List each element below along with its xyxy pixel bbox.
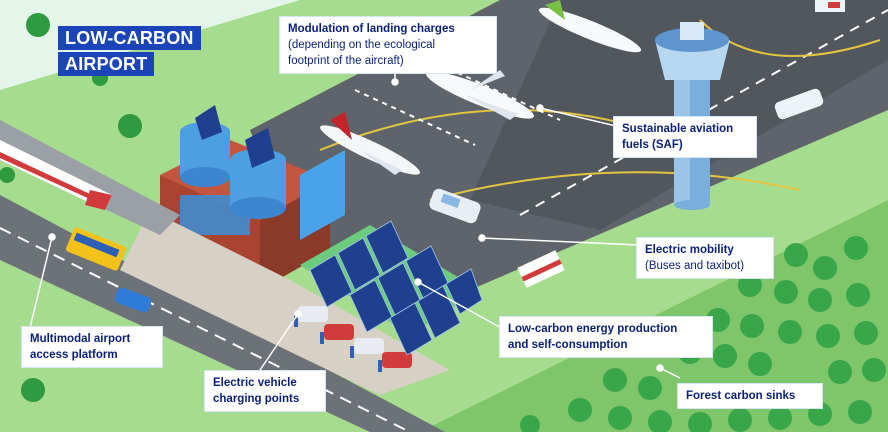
energy-line-2: and self-consumption — [508, 339, 628, 351]
electric-mobility-label: Electric mobility (Buses and taxibot) — [637, 238, 773, 278]
electric-mobility-title: Electric mobility — [645, 244, 734, 256]
landing-charges-detail-1: (depending on the ecological — [288, 39, 436, 51]
aircraft-red-tail — [320, 112, 420, 175]
saf-line-1: Sustainable aviation — [622, 123, 734, 135]
saf-line-2: fuels (SAF) — [622, 139, 683, 151]
forest-title: Forest carbon sinks — [686, 390, 796, 402]
yellow-bus — [66, 227, 126, 271]
trees — [0, 13, 142, 402]
aircraft-center — [426, 70, 534, 120]
title-line-2: AIRPORT — [58, 52, 155, 76]
energy-line-1: Low-carbon energy production — [508, 323, 678, 335]
railway — [0, 120, 180, 235]
title-line-1: LOW-CARBON — [58, 26, 201, 50]
multimodal-label: Multimodal airport access platform — [22, 327, 162, 367]
landing-charges-detail-2: footprint of the aircraft) — [288, 55, 404, 67]
service-vehicle-top-right — [774, 88, 824, 120]
landing-charges-label: Modulation of landing charges (depending… — [280, 17, 496, 73]
diagram-title: LOW-CARBON AIRPORT — [58, 26, 201, 78]
leader-lines — [29, 70, 681, 379]
energy-label: Low-carbon energy production and self-co… — [500, 317, 712, 357]
ev-charging-line-1: Electric vehicle — [213, 377, 297, 389]
taxibot — [429, 188, 481, 224]
ev-charging-line-2: charging points — [213, 393, 300, 405]
multimodal-line-2: access platform — [30, 349, 118, 361]
solar-field — [300, 220, 483, 356]
multimodal-line-1: Multimodal airport — [30, 333, 131, 345]
blue-car — [114, 287, 152, 313]
saf-label: Sustainable aviation fuels (SAF) — [614, 117, 756, 157]
landing-charges-title: Modulation of landing charges — [288, 23, 455, 35]
train — [0, 140, 112, 210]
ev-charging-label: Electric vehicle charging points — [205, 371, 325, 411]
electric-mobility-detail: (Buses and taxibot) — [645, 260, 745, 272]
aircraft-top — [538, 0, 642, 53]
electric-bus-tarmac — [517, 250, 565, 288]
forest-label: Forest carbon sinks — [678, 384, 822, 408]
charging-cars — [294, 306, 412, 372]
